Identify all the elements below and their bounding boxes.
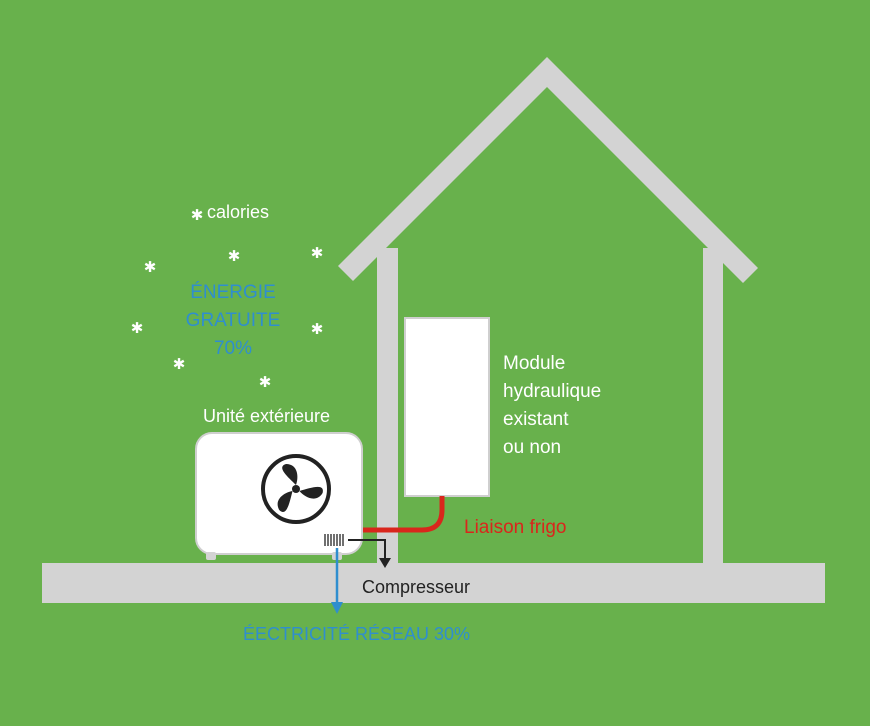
vent-grille-icon [323,533,346,547]
calories-label: calories [207,202,269,222]
refrigerant-link-label: Liaison frigo [464,517,566,538]
grid-electricity-label: ÉECTRICITÉ RÉSEAU 30% [243,624,470,644]
snowflake-icon: ✱ [259,373,272,391]
free-energy-line2: GRATUITE [186,310,281,331]
module-line4: ou non [503,437,561,458]
snowflake-icon: ✱ [311,320,324,338]
house-right-wall [703,248,723,565]
refrigerant-link-pipe [358,496,445,533]
ground-slab [42,563,825,603]
snowflake-icon: ✱ [144,258,157,276]
module-line2: hydraulique [503,381,601,402]
outdoor-unit-label: Unité extérieure [203,406,330,426]
snowflake-icon: ✱ [191,206,204,224]
free-energy-label: ÉNERGIE GRATUITE 70% [186,282,281,359]
outdoor-unit [195,432,363,560]
compressor-label: Compresseur [362,577,470,597]
snowflake-icon: ✱ [173,355,186,373]
hydraulic-module-box [404,317,490,497]
outdoor-unit-foot-left [206,552,216,560]
electricity-arrow [331,548,343,614]
snowflake-icon: ✱ [228,247,241,265]
snowflake-icon: ✱ [131,319,144,337]
free-energy-line3: 70% [214,338,252,359]
house-left-wall [377,248,398,565]
hydraulic-module-label: Module hydraulique existant ou non [503,353,601,458]
compressor-arrow [348,539,391,568]
snowflake-icon: ✱ [311,244,324,262]
house-roof [338,57,758,283]
module-line3: existant [503,409,569,430]
free-energy-line1: ÉNERGIE [190,282,276,303]
fan-icon [261,454,331,524]
module-line1: Module [503,353,565,374]
